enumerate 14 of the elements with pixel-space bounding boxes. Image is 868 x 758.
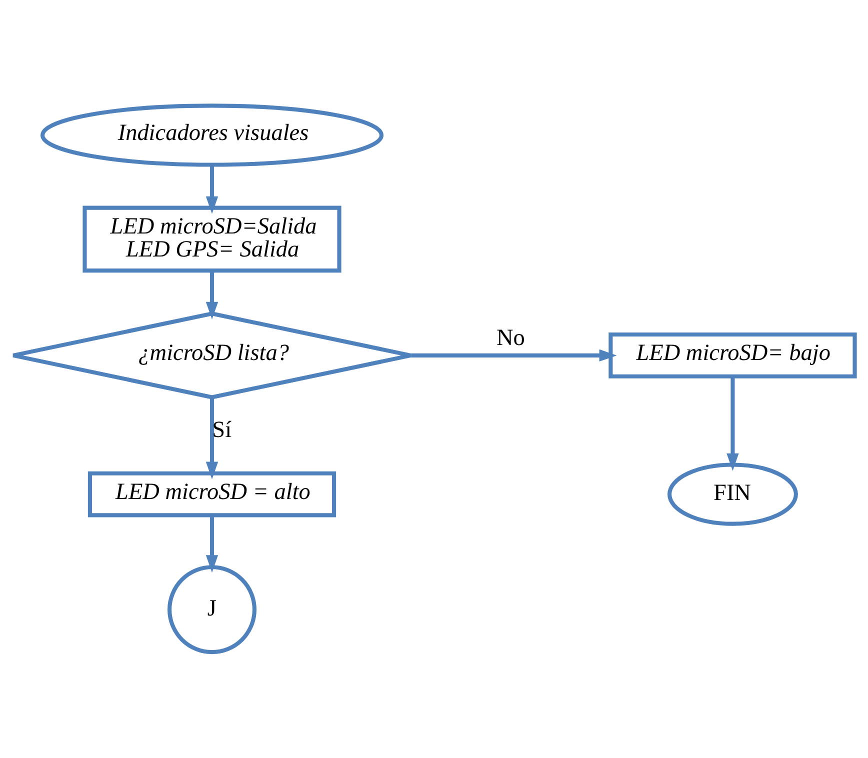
arrow xyxy=(726,376,739,471)
arrow xyxy=(206,270,218,320)
node-circle: J xyxy=(168,565,256,654)
arrow xyxy=(206,165,218,214)
node-ellipse: FIN xyxy=(667,462,798,526)
edge-label: No xyxy=(496,324,525,351)
arrow xyxy=(206,516,218,573)
node-ellipse: Indicadores visuales xyxy=(40,104,384,167)
node-box: LED microSD=Salida LED GPS= Salida xyxy=(82,206,342,273)
node-box: LED microSD= bajo xyxy=(608,332,857,378)
arrow xyxy=(206,398,218,480)
arrow xyxy=(411,349,617,362)
node-diamond: ¿microSD lista? xyxy=(11,312,413,400)
node-box: LED microSD = alto xyxy=(88,471,336,518)
